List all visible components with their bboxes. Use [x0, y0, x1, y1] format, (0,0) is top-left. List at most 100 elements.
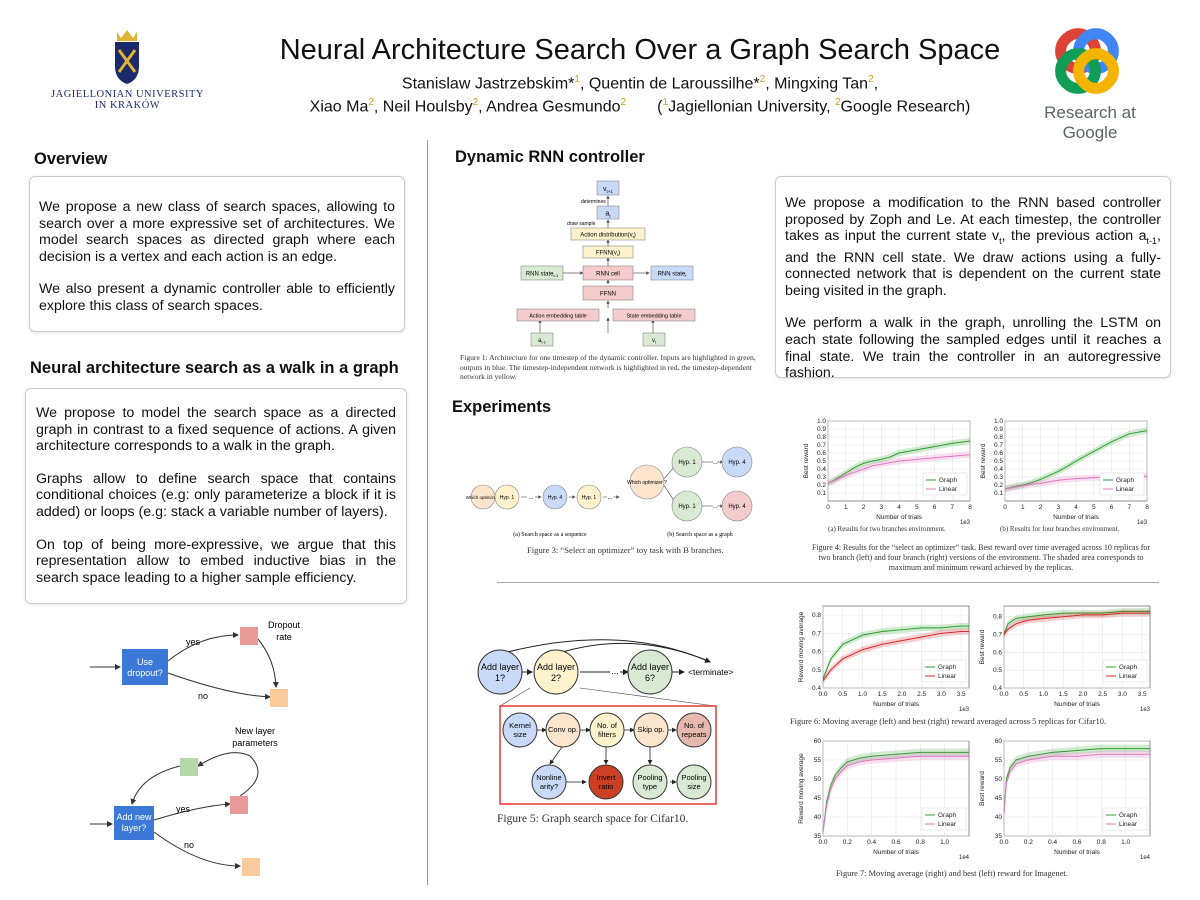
fig3-subcaption-b: (b) Search space as a graph: [667, 531, 732, 538]
authors-line-1: Stanislaw Jastrzebskim*1, Quentin de Lar…: [401, 74, 879, 93]
add-layer-diagram: Add new layer? yes no New layer paramete…: [90, 726, 278, 876]
series-line-graph: [827, 440, 971, 484]
y-tick-label: 0.8: [994, 434, 1003, 441]
x-tick-label: 7: [1127, 504, 1131, 511]
series-line-linear: [827, 454, 971, 484]
x-tick-label: 1.0: [940, 839, 949, 846]
y-tick-label: 0.6: [994, 450, 1003, 457]
add-layer-yes-label: yes: [176, 804, 191, 814]
x-tick-label: 2: [1039, 504, 1043, 511]
fig1-rnn-cell: RNN cell: [596, 272, 620, 278]
y-tick-label: 0.4: [817, 466, 826, 473]
figure-7-caption: Figure 7: Moving average (right) and bes…: [836, 869, 1068, 878]
y-tick-label: 60: [814, 738, 822, 745]
use-dropout-text-2: dropout?: [127, 668, 163, 678]
y-tick-label: 0.5: [817, 458, 826, 465]
dropout-yes-label: yes: [186, 637, 201, 647]
fig1-state-emb-box: [612, 308, 696, 322]
x-tick-label: 0.2: [843, 839, 852, 846]
y-tick-label: 35: [995, 833, 1003, 840]
fig5-pooling-size: [676, 764, 712, 800]
x-tick-label: 1.5: [878, 691, 887, 698]
x-tick-label: 0.4: [867, 839, 876, 846]
x-tick-label: 8: [1145, 504, 1149, 511]
y-tick-label: 0.6: [812, 649, 821, 656]
legend-label: Linear: [938, 673, 957, 680]
y-axis-label: Best reward: [980, 443, 987, 478]
y-tick-label: 1.0: [817, 418, 826, 425]
x-tick-label: 0.2: [1024, 839, 1033, 846]
legend-label: Linear: [1119, 821, 1138, 828]
x-tick-label: 0.6: [1072, 839, 1081, 846]
x-tick-label: 3.0: [937, 691, 946, 698]
x-tick-label: 2.5: [1098, 691, 1107, 698]
fig5-terminate: <terminate>: [688, 667, 733, 677]
x-tick-label: 1: [844, 504, 848, 511]
y-tick-label: 0.7: [993, 632, 1002, 639]
x-tick-label: 3.0: [1118, 691, 1127, 698]
x-axis-multiplier: 1e4: [959, 855, 970, 860]
fig5-add-layer-2: [533, 649, 579, 695]
legend-label: Graph: [1119, 664, 1137, 671]
x-tick-label: 0.0: [818, 839, 827, 846]
y-tick-label: 0.4: [994, 466, 1003, 473]
fig5-invert-ratio: [588, 764, 624, 800]
x-tick-label: 7: [950, 504, 954, 511]
fig3-which-graph-node: [629, 464, 665, 500]
fig5-skip-op: [633, 712, 669, 748]
university-name-line1: JAGIELLONIAN UNIVERSITY: [51, 89, 204, 100]
fig3-hyp1-seq-text: Hyp. 1: [500, 495, 515, 501]
y-tick-label: 0.8: [812, 612, 821, 619]
fig5-add-layer-1: [477, 649, 523, 695]
figure-4-subcaption-a: (a) Results for two branches environment…: [828, 525, 946, 533]
x-tick-label: 0.6: [891, 839, 900, 846]
y-tick-label: 0.9: [994, 426, 1003, 433]
fig3-hyp4-graph-bottom-text: Hyp. 4: [728, 504, 746, 510]
walk-heading: Neural architecture search as a walk in …: [30, 359, 399, 377]
y-tick-label: 0.8: [817, 434, 826, 441]
x-axis-label: Number of trials: [873, 849, 920, 856]
x-tick-label: 5: [915, 504, 919, 511]
legend-label: Graph: [938, 812, 956, 819]
y-tick-label: 0.6: [993, 649, 1002, 656]
y-tick-label: 0.6: [817, 450, 826, 457]
x-axis-label: Number of trials: [1053, 514, 1100, 521]
dropout-rate-node: [240, 627, 258, 645]
x-tick-label: 3: [879, 504, 883, 511]
fig3-hyp1b-seq-node: [576, 484, 602, 510]
x-axis-multiplier: 1e3: [960, 520, 971, 525]
legend-label: Linear: [938, 821, 957, 828]
university-logo: JAGIELLONIAN UNIVERSITY IN KRAKÓW: [40, 28, 215, 111]
controller-heading: Dynamic RNN controller: [455, 148, 645, 166]
y-tick-label: 0.2: [817, 482, 826, 489]
y-axis-label: Best reward: [803, 443, 810, 478]
fig3-hyp1b-seq-text: Hyp. 1: [582, 495, 597, 501]
series-band-graph: [1005, 427, 1147, 493]
figure-4-subcaption-b: (b) Results for four branches environmen…: [1000, 525, 1120, 533]
x-tick-label: 4: [897, 504, 901, 511]
x-tick-label: 0.0: [818, 691, 827, 698]
fig3-dots-graph-top: ...: [712, 460, 717, 466]
fig5-kernel-size: [502, 712, 538, 748]
x-axis-label: Number of trials: [1054, 701, 1101, 708]
fig1-action-dist: Action distribution(vt): [580, 233, 635, 240]
poster-title: Neural Architecture Search Over a Graph …: [279, 34, 1001, 66]
walk-box: We propose to model the search space as …: [25, 388, 407, 604]
fig1-rnn-cell-box: [582, 265, 634, 281]
fig3-hyp4-graph-top-text: Hyp. 4: [728, 460, 746, 466]
overview-paragraph-1: We propose a new class of search spaces,…: [39, 199, 395, 265]
legend-label: Graph: [1116, 477, 1134, 484]
series-line-linear: [822, 631, 969, 682]
layer-params-label-2: parameters: [232, 738, 278, 748]
y-tick-label: 0.4: [993, 685, 1002, 692]
controller-architecture-figure: vt+1 determines at draw sample Action di…: [516, 180, 696, 347]
x-tick-label: 0: [1003, 504, 1007, 511]
fig1-rnn-next-box: [650, 265, 694, 281]
figure-4-caption: Figure 4: Results for the “select an opt…: [811, 543, 1151, 572]
legend-label: Linear: [1116, 486, 1135, 493]
